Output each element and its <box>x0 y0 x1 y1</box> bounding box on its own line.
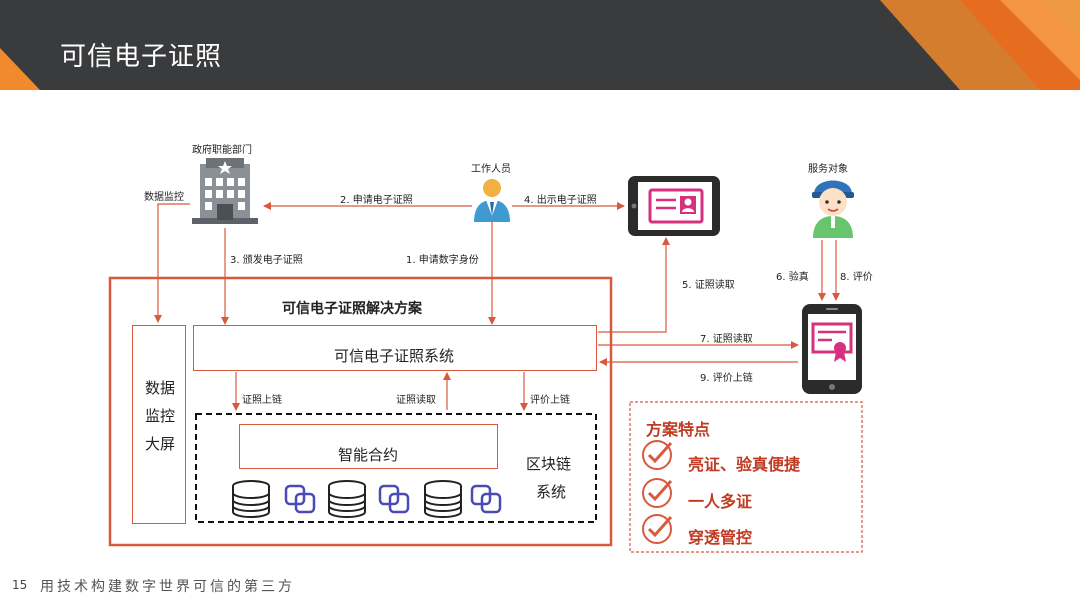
label-edge-8: 8. 评价 <box>840 272 873 283</box>
label-cert-upload: 证照上链 <box>242 395 282 406</box>
staff-person-icon <box>474 179 510 222</box>
chain-link-icon <box>378 484 410 514</box>
screen-line-2: 监控 <box>145 407 176 425</box>
smart-contract-label: 智能合约 <box>338 446 399 464</box>
chain-link-icon <box>284 484 316 514</box>
header-right-stripe-3 <box>1000 0 1080 80</box>
header-left-triangle <box>0 48 40 90</box>
label-edge-6: 6. 验真 <box>776 272 809 283</box>
government-building-icon <box>192 158 258 224</box>
solution-title: 可信电子证照解决方案 <box>282 301 422 317</box>
features-title: 方案特点 <box>646 420 711 439</box>
label-staff: 工作人员 <box>471 164 511 175</box>
label-edge-2: 2. 申请电子证照 <box>340 195 413 206</box>
page-title: 可信电子证照 <box>60 42 223 72</box>
feature-item-1: 亮证、验真便捷 <box>688 455 801 474</box>
trusted-cert-system-box <box>193 325 597 371</box>
phone-certificate-icon <box>802 304 862 394</box>
features-checkmarks <box>642 440 673 544</box>
edge-data-monitor <box>154 203 190 323</box>
label-edge-9: 9. 评价上链 <box>700 373 753 384</box>
checkmark-icon <box>642 478 673 508</box>
label-edge-5: 5. 证照读取 <box>682 280 735 291</box>
blockchain-frame <box>195 413 597 523</box>
label-edge-7: 7. 证照读取 <box>700 334 753 345</box>
feature-item-3: 穿透管控 <box>688 528 753 547</box>
blockchain-line-1: 区块链 <box>526 455 572 473</box>
checkmark-icon <box>642 514 673 544</box>
database-icon <box>232 480 270 518</box>
header-decoration <box>0 0 1080 90</box>
label-eval-upload: 评价上链 <box>530 395 570 406</box>
screen-line-3: 大屏 <box>145 435 176 453</box>
label-edge-1: 1. 申请数字身份 <box>406 255 479 266</box>
checkmark-icon <box>642 440 673 470</box>
chain-link-icon <box>470 484 502 514</box>
blockchain-system-label: 区块链 系统 <box>526 450 571 506</box>
trusted-cert-system-label: 可信电子证照系统 <box>334 347 455 365</box>
label-data-monitor: 数据监控 <box>144 192 184 203</box>
label-service-target: 服务对象 <box>808 164 848 175</box>
screen-line-1: 数据 <box>145 379 176 397</box>
label-cert-read: 证照读取 <box>396 395 436 406</box>
label-edge-4: 4. 出示电子证照 <box>524 195 597 206</box>
database-icon <box>328 480 366 518</box>
edge-read-cert-5 <box>598 237 670 333</box>
solution-frame <box>108 276 613 547</box>
footer-page-number: 15 <box>12 578 28 592</box>
feature-item-2: 一人多证 <box>688 492 753 511</box>
database-icon <box>424 480 462 518</box>
blockchain-nodes <box>232 480 502 518</box>
label-gov: 政府职能部门 <box>192 145 252 156</box>
features-frame <box>629 401 863 553</box>
citizen-person-icon <box>812 180 854 238</box>
blockchain-line-2: 系统 <box>536 483 567 501</box>
tablet-certificate-icon <box>628 176 720 236</box>
data-monitor-screen-box <box>132 325 186 524</box>
data-monitor-screen-label: 数据 监控 大屏 <box>145 374 175 458</box>
label-edge-3: 3. 颁发电子证照 <box>230 255 303 266</box>
footer-slogan: 用技术构建数字世界可信的第三方 <box>40 579 295 595</box>
smart-contract-box <box>239 424 498 469</box>
